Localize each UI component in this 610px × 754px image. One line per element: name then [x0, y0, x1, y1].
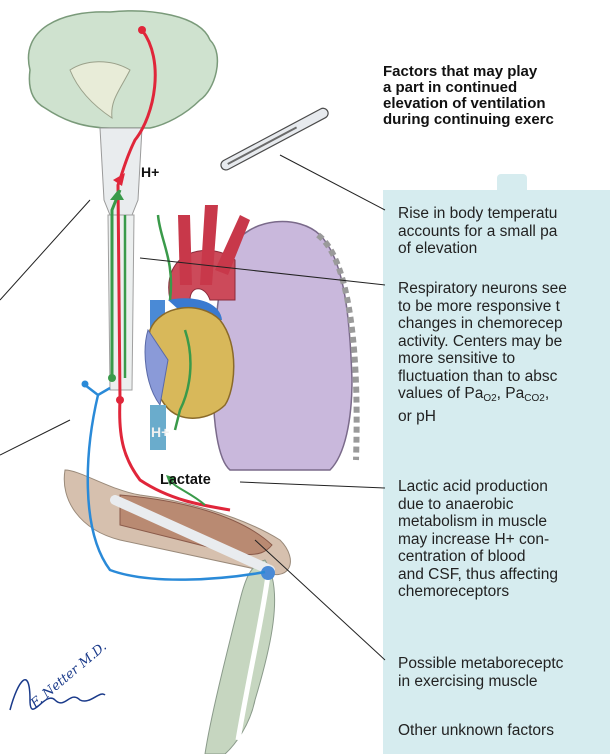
pa-sep: , Pa: [497, 385, 525, 402]
note-respiratory: Respiratory neurons see to be more respo…: [398, 280, 610, 460]
hplus-heart-label: H+: [151, 424, 169, 440]
leader-lactate: [240, 482, 385, 488]
leader-temperature: [280, 155, 385, 210]
red-node-top: [138, 26, 146, 34]
blue-node: [82, 381, 89, 388]
note-temperature: Rise in body temperatu accounts for a sm…: [398, 205, 610, 258]
carotid-left: [178, 215, 192, 285]
pa-o2-sub: O2: [483, 393, 496, 404]
hplus-brain-label: H+: [141, 164, 159, 180]
leader-left-upper: [0, 200, 90, 300]
note-metaboreceptors: Possible metaboreceptc in exercising mus…: [398, 655, 610, 690]
green-node: [108, 374, 116, 382]
lactate-label: Lactate: [160, 472, 211, 488]
pa-co2-sub: CO2: [524, 393, 545, 404]
heading: Factors that may play a part in continue…: [383, 64, 610, 128]
note-respiratory-text: Respiratory neurons see to be more respo…: [398, 280, 567, 402]
red-node-mid: [116, 396, 124, 404]
thermometer-icon: [219, 107, 330, 172]
note-lactic: Lactic acid production due to anaerobic …: [398, 478, 610, 601]
pa-o2-pa: Pa: [464, 385, 483, 402]
note-other: Other unknown factors: [398, 722, 610, 740]
leader-left-lower: [0, 420, 70, 455]
